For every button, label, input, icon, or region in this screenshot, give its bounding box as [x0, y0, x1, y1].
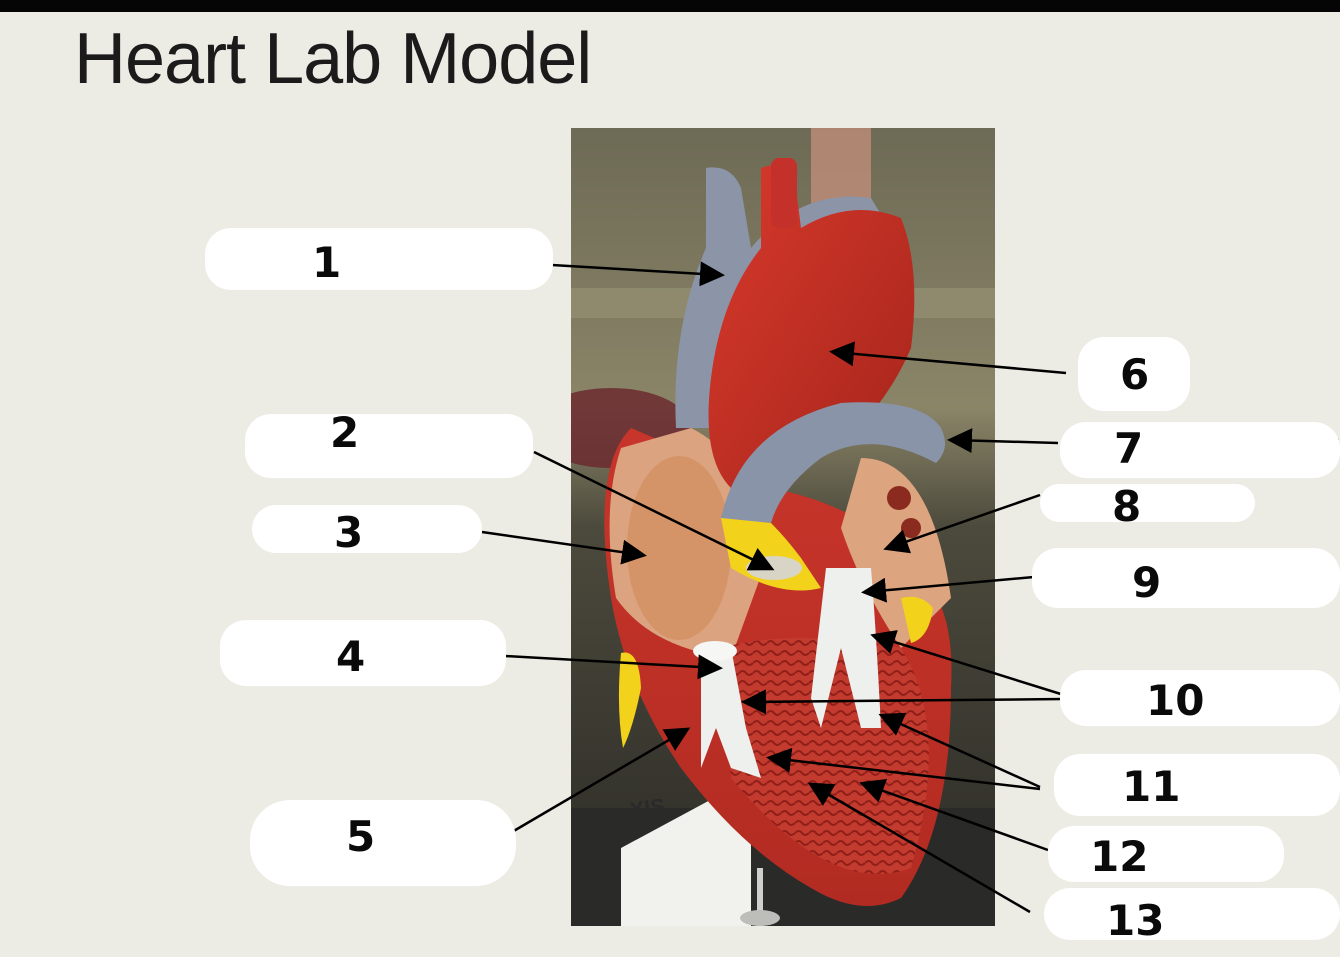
label-blob-8[interactable] [1040, 484, 1255, 522]
label-number-11: 11 [1122, 762, 1181, 811]
label-number-4: 4 [336, 632, 366, 681]
label-number-9: 9 [1132, 558, 1162, 607]
model-stand [621, 778, 751, 926]
label-number-1: 1 [312, 238, 342, 287]
leader-5 [511, 727, 691, 834]
label-blob-11[interactable] [1054, 754, 1340, 816]
label-number-10: 10 [1146, 676, 1205, 725]
leader-10b [741, 689, 1065, 715]
label-blob-3[interactable] [252, 505, 482, 553]
label-number-12: 12 [1090, 832, 1149, 881]
label-number-2: 2 [330, 408, 360, 457]
label-blob-2[interactable] [245, 414, 533, 478]
label-number-8: 8 [1112, 482, 1142, 531]
leader-7 [947, 428, 1059, 454]
label-blob-4[interactable] [220, 620, 506, 686]
label-blob-1[interactable] [205, 228, 553, 290]
label-blob-13[interactable] [1044, 888, 1340, 940]
leader-8 [883, 493, 1041, 554]
label-blob-10[interactable] [1060, 670, 1340, 726]
right-atrium-chamber [627, 456, 731, 640]
leader-13 [807, 782, 1031, 914]
stand-label: XIS [628, 793, 667, 823]
label-blob-5[interactable] [250, 800, 516, 886]
leader-10a [870, 630, 1065, 697]
top-bar [0, 0, 1340, 12]
leader-12 [859, 778, 1049, 852]
label-number-7: 7 [1114, 424, 1144, 473]
heart-model-photo: XIS [571, 128, 995, 926]
leader-2 [533, 450, 775, 571]
chordae-tendineae-left [811, 568, 881, 728]
label-blob-9[interactable] [1032, 548, 1340, 608]
leader-6 [829, 341, 1067, 375]
label-blob-7[interactable] [1060, 422, 1340, 478]
leader-3 [481, 530, 647, 565]
label-number-5: 5 [346, 812, 376, 861]
slide-title: Heart Lab Model [74, 19, 592, 99]
label-blob-6[interactable] [1078, 337, 1190, 411]
label-number-13: 13 [1106, 896, 1165, 945]
leader-4 [504, 654, 723, 680]
leader-11b [766, 747, 1041, 791]
pulmonary-trunk [721, 402, 945, 523]
label-number-6: 6 [1120, 350, 1150, 399]
label-number-3: 3 [334, 508, 364, 557]
leader-1 [551, 261, 725, 287]
label-blob-12[interactable] [1048, 826, 1284, 882]
leader-11a [878, 712, 1041, 789]
leader-9 [861, 575, 1035, 603]
background-figure [811, 128, 871, 208]
